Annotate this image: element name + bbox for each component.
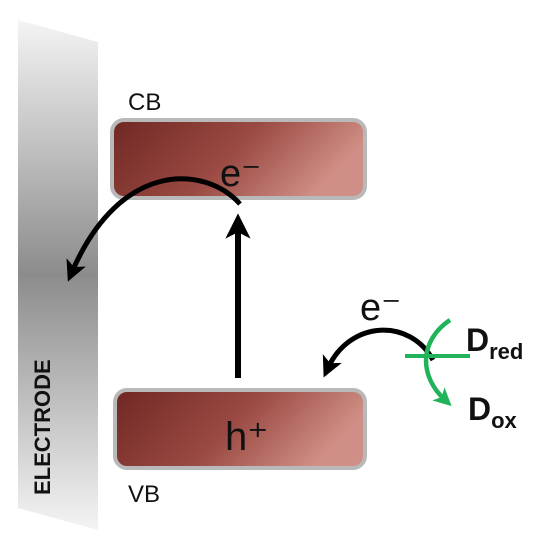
hole-filling-arrow: [322, 327, 436, 378]
vb-label: VB: [128, 481, 160, 508]
conduction-band: CB e⁻: [110, 89, 367, 200]
electrode-slab: [18, 20, 98, 530]
donor-reduced-label: Dred: [466, 322, 523, 364]
electrode-label: ELECTRODE: [30, 359, 55, 495]
cb-label: CB: [128, 89, 161, 116]
donor-electron-label: e⁻: [360, 287, 401, 329]
vb-hole: h⁺: [225, 415, 268, 459]
donor-reduced-sub: red: [489, 339, 523, 364]
donor-reduced-base: D: [466, 322, 489, 358]
electrode: ELECTRODE: [18, 20, 98, 530]
vb-bar: [113, 388, 367, 470]
valence-band: h⁺ VB: [113, 388, 367, 508]
electron-transfer-arrow: [66, 176, 242, 282]
cb-electron: e⁻: [220, 153, 261, 195]
donor-oxidized-label: Dox: [468, 391, 518, 433]
donor-oxidation-arrow: [423, 318, 452, 407]
donor-oxidized-sub: ox: [491, 408, 517, 433]
donor-oxidized-base: D: [468, 391, 491, 427]
donor-electron-transfer: e⁻: [322, 287, 436, 378]
donor-oxidation: Dred Dox: [405, 318, 523, 433]
